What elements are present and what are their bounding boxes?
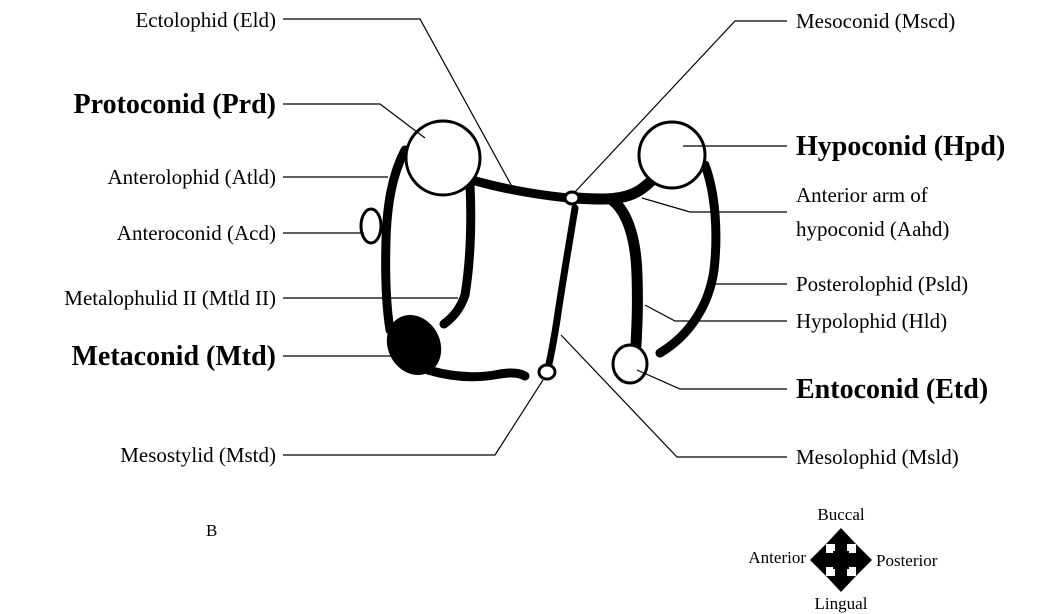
anterior-arm-label-line2: hypoconid (Aahd) (796, 217, 949, 241)
ectolophid-label: Ectolophid (Eld) (135, 8, 276, 32)
mesoconid-cusp (565, 192, 579, 204)
anterolophid-crest (386, 150, 405, 330)
tooth-crown (361, 121, 716, 385)
metalophulid-ii-crest (444, 185, 471, 324)
labels-left: Ectolophid (Eld) Protoconid (Prd) Antero… (64, 8, 276, 467)
posterolophid-label: Posterolophid (Psld) (796, 272, 968, 296)
orientation-compass: Buccal Lingual Anterior Posterior (748, 505, 937, 613)
hypoconid-label: Hypoconid (Hpd) (796, 131, 1005, 162)
entoconid-leader (637, 370, 787, 389)
anterior-arm-label-line1: Anterior arm of (796, 183, 928, 207)
compass-posterior-label: Posterior (876, 551, 938, 570)
mesolophid-crest (548, 208, 575, 368)
protoconid-label: Protoconid (Prd) (74, 89, 276, 120)
entoconid-label: Entoconid (Etd) (796, 374, 988, 405)
hypolophid-crest (612, 200, 637, 345)
mesolophid-leader (561, 335, 787, 457)
ectolophid-crest (472, 180, 568, 198)
metalophulid-ii-label: Metalophulid II (Mtld II) (64, 286, 276, 310)
mesostylid-label: Mesostylid (Mstd) (120, 443, 276, 467)
compass-buccal-label: Buccal (817, 505, 864, 524)
posterior-cingulid-crest (428, 370, 525, 377)
mesostylid-cusp (539, 365, 555, 379)
metaconid-label: Metaconid (Mtd) (71, 341, 276, 372)
protoconid-leader (283, 104, 425, 138)
anterolophid-label: Anterolophid (Atld) (107, 165, 276, 189)
leader-lines (283, 19, 787, 457)
mesoconid-label: Mesoconid (Mscd) (796, 9, 955, 33)
hypolophid-label: Hypolophid (Hld) (796, 309, 947, 333)
labels-right: Mesoconid (Mscd) Hypoconid (Hpd) Anterio… (796, 9, 1005, 469)
compass-lingual-label: Lingual (815, 594, 868, 613)
entoconid-cusp (613, 345, 647, 383)
posterolophid-crest (660, 165, 716, 353)
hypoconid-cusp (639, 122, 705, 188)
mesolophid-label: Mesolophid (Msld) (796, 445, 959, 469)
hypolophid-leader (645, 305, 787, 321)
anteroconid-cusp (361, 209, 381, 243)
compass-center (833, 551, 849, 569)
mesostylid-leader (283, 380, 543, 455)
anteroconid-label: Anteroconid (Acd) (117, 221, 276, 245)
compass-anterior-label: Anterior (748, 548, 806, 567)
panel-letter: B (206, 521, 217, 540)
